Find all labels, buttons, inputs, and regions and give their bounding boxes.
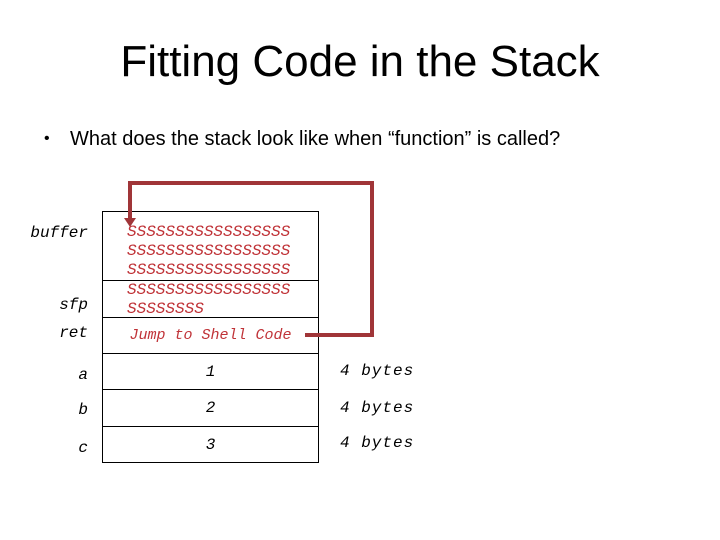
sfp-cell: SSSSSSSSSSSSSSSSS SSSSSSSS xyxy=(103,280,318,318)
var-a-value: 1 xyxy=(205,362,216,381)
bytes-label-a: 4 bytes xyxy=(340,362,415,380)
slide-title: Fitting Code in the Stack xyxy=(120,37,600,86)
jump-arrow-right-segment xyxy=(370,181,374,336)
var-c-cell: 3 xyxy=(103,426,318,462)
bytes-label-c: 4 bytes xyxy=(340,434,415,452)
overflow-s-line: SSSSSSSS xyxy=(127,300,204,318)
jump-to-shell-code-text: Jump to Shell Code xyxy=(129,327,292,344)
overflow-s-line: SSSSSSSSSSSSSSSSS xyxy=(127,281,291,299)
overflow-s-line: SSSSSSSSSSSSSSSSS xyxy=(127,242,291,260)
jump-arrow-top-segment xyxy=(128,181,374,185)
label-ret: ret xyxy=(59,324,88,342)
overflow-s-line: SSSSSSSSSSSSSSSSS xyxy=(127,261,291,279)
jump-arrowhead-icon xyxy=(124,218,136,227)
label-buffer: buffer xyxy=(30,224,88,242)
var-a-cell: 1 xyxy=(103,353,318,389)
var-c-value: 3 xyxy=(205,435,216,454)
jump-arrow-left-segment xyxy=(128,181,132,218)
label-sfp: sfp xyxy=(59,296,88,314)
bullet-icon: • xyxy=(44,130,50,147)
stack-diagram: SSSSSSSSSSSSSSSSS SSSSSSSSSSSSSSSSS SSSS… xyxy=(102,211,319,463)
overflow-s-line: SSSSSSSSSSSSSSSSS xyxy=(127,223,291,241)
bullet-text: What does the stack look like when “func… xyxy=(70,128,561,150)
jump-arrow-bottom-segment xyxy=(305,333,374,337)
ret-cell: Jump to Shell Code xyxy=(103,317,318,353)
var-b-value: 2 xyxy=(205,399,216,417)
buffer-cell: SSSSSSSSSSSSSSSSS SSSSSSSSSSSSSSSSS SSSS… xyxy=(103,212,318,280)
var-b-cell: 2 xyxy=(103,389,318,426)
label-b: b xyxy=(78,401,88,419)
label-c: c xyxy=(78,439,88,457)
bullet-item: • What does the stack look like when “fu… xyxy=(44,128,694,150)
bytes-label-b: 4 bytes xyxy=(340,399,415,417)
label-a: a xyxy=(78,366,88,384)
